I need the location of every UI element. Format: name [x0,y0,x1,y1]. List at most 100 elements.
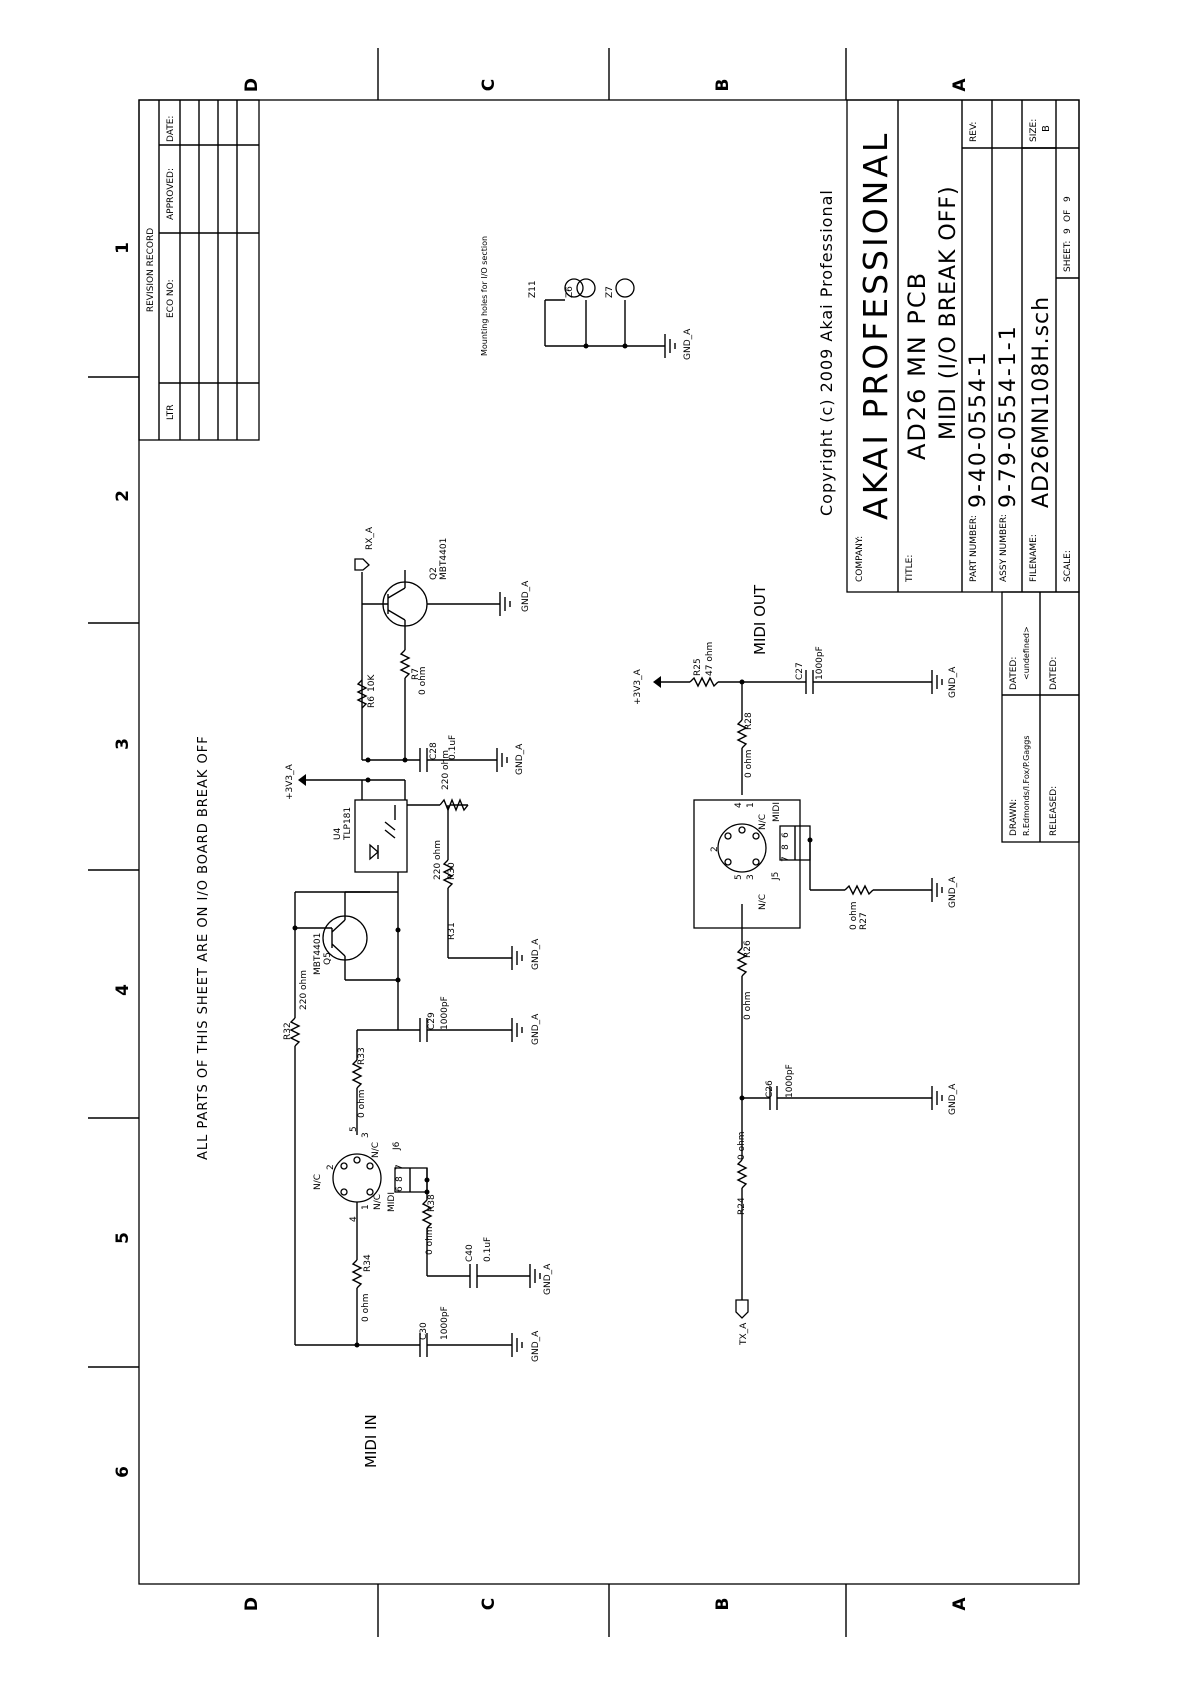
size-label: SIZE: [1029,119,1039,142]
gnd-label: GND_A [521,580,531,612]
c40-value: 0.1uF [483,1237,493,1262]
c28-value: 0.1uF [448,735,458,760]
dated-value: <undefined> [1022,626,1031,680]
zone-number: 4 [113,984,133,996]
zone-letter: D [242,1597,262,1611]
all-parts-note: ALL PARTS OF THIS SHEET ARE ON I/O BOARD… [196,735,211,1160]
r6-resistor-icon [356,679,368,709]
r26-ref: R26 [743,940,753,958]
r32-ref: R32 [283,1022,293,1040]
revision-col-approved: APPROVED: [166,168,176,220]
drawn-value: R.Edmonds/I.Fox/P.Gaggs [1022,736,1031,837]
j6-nc-label: N/C [373,1194,383,1210]
filename: AD26MN108H.sch [1029,296,1054,508]
zone-number: 6 [113,1466,133,1478]
vcc-net-label: +3V3_A [633,668,643,705]
mounting-hole-z11 [564,278,584,298]
r38-resistor-icon [421,1199,433,1229]
midi-in-circuit: RX_A Q2 MBT4401 GND_A R7 0 ohm R6 10K C2… [283,526,553,1362]
mounting-hole-z7 [615,278,635,298]
j5-pin: 8 [781,844,791,850]
j6-pin: 4 [349,1216,359,1222]
c27-value: 1000pF [815,646,825,680]
gnd-label: GND_A [531,1013,541,1045]
r34-resistor-icon [351,1259,363,1289]
r24-value: 0 ohm [737,1131,747,1160]
j5-ref: J5 [771,872,781,881]
zone-number: 2 [113,490,133,502]
j5-pin: 3 [746,874,756,880]
tx-net-label: TX_A [739,1322,749,1346]
vcc-net-label: +3V3_A [285,763,295,800]
mounting-holes-note: Mounting holes for I/O section [480,236,489,356]
revision-col-ltr: LTR [166,404,176,420]
title-line-2: MIDI (I/O BREAK OFF) [936,185,961,440]
z7-ref: Z7 [605,286,615,298]
part-number: 9-40-0554-1 [966,350,991,508]
r34-value: 0 ohm [361,1293,371,1322]
r38-ref: R38 [427,1194,437,1212]
released-label: RELEASED: [1049,786,1059,836]
mounting-hole-z6 [576,278,596,298]
r30-top-value: 220 ohm [441,750,451,790]
zone-number: 3 [113,738,133,750]
r34-ref: R34 [363,1254,373,1272]
assy-number-label: ASSY NUMBER: [999,514,1009,582]
drawn-label: DRAWN: [1009,799,1019,836]
gnd-label: GND_A [948,666,958,698]
filename-label: FILENAME: [1029,534,1039,582]
r7-ref: R7 [411,668,421,680]
vcc-arrow-icon [298,774,306,786]
zone-letter: C [479,79,499,91]
copyright-note: Copyright (c) 2009 Akai Professional [817,189,836,516]
r26-value: 0 ohm [743,991,753,1020]
r28-resistor-icon [736,719,748,749]
rx-net-label: RX_A [365,526,375,550]
title-line-1: AD26 MN PCB [903,271,931,460]
j5-nc-label: N/C [758,814,768,830]
j6-pin: 1 [361,1204,371,1210]
r38-value: 0 ohm [425,1226,435,1255]
j5-pin: 7 [781,856,791,862]
gnd-label: GND_A [948,1083,958,1115]
revision-record: REVISION RECORD LTR ECO NO: APPROVED: DA… [138,99,260,441]
gnd-label: GND_A [515,743,525,775]
q5-ref: Q5 [323,952,333,965]
c40-ref: C40 [465,1244,475,1262]
midi-in-label: MIDI IN [362,1414,380,1468]
r32-value: 220 ohm [299,970,309,1010]
j5-pin: 1 [746,802,756,808]
r25-resistor-icon [689,676,719,688]
sheet-of-label: OF [1063,210,1073,222]
rx-port-icon [354,558,370,571]
zone-letter: B [713,79,733,92]
zone-letters-top: D C B A [242,78,970,92]
q2-part: MBT4401 [439,538,449,580]
r30-value: 220 ohm [433,840,443,880]
r26-resistor-icon [736,947,748,977]
r28-value: 0 ohm [744,749,754,778]
r27-resistor-icon [844,884,874,896]
zone-letter: C [479,1598,499,1610]
midi-out-circuit: +3V3_A R25 47 ohm C27 1000pF GND_A R28 0… [633,642,958,1346]
r7-resistor-icon [399,649,411,679]
r33-value: 0 ohm [357,1089,367,1118]
revision-col-date: DATE: [166,116,176,142]
j6-pin: 5 [349,1126,359,1132]
r24-resistor-icon [736,1159,748,1189]
rev-label: REV: [969,122,979,142]
r27-ref: R27 [859,912,869,930]
j6-label: MIDI [387,1192,397,1212]
r25-ref: R25 [693,658,703,676]
company-name: AKAI PROFESSIONAL [856,131,895,520]
z6-ref: Z6 [565,286,575,298]
j5-pin: 2 [710,846,720,852]
z11-ref: Z11 [528,280,538,298]
j6-ref: J6 [392,1141,402,1151]
gnd-label: GND_A [683,328,693,360]
c26-ref: C26 [765,1080,775,1098]
midi-out-label: MIDI OUT [751,584,769,655]
u4-ref: U4 [333,827,343,840]
r6-ref: R6 [367,696,377,708]
